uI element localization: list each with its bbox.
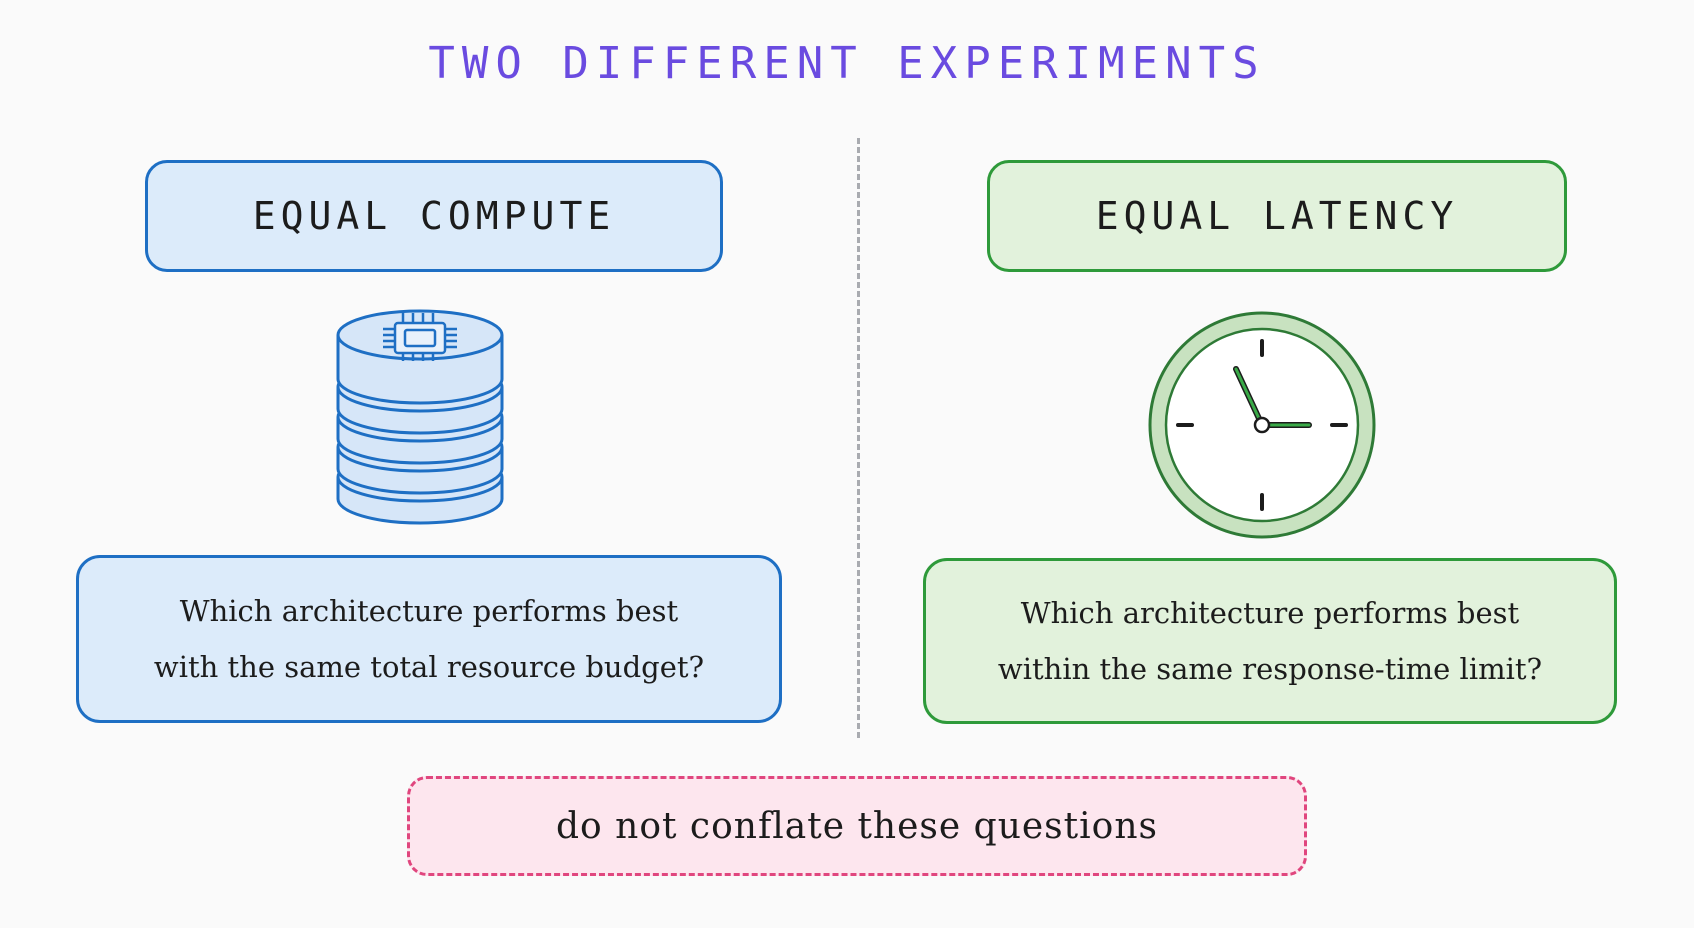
equal-compute-question-line2: with the same total resource budget? [153, 650, 705, 684]
conflate-warning-note: do not conflate these questions [407, 776, 1307, 876]
equal-compute-header: EQUAL COMPUTE [145, 160, 723, 272]
equal-compute-question-line1: Which architecture performs best [179, 594, 679, 628]
diagram-title: TWO DIFFERENT EXPERIMENTS [428, 38, 1266, 89]
clock-icon [1148, 311, 1376, 539]
cpu-disk-stack-icon [336, 309, 504, 525]
equal-latency-header: EQUAL LATENCY [987, 160, 1567, 272]
equal-latency-question: Which architecture performs best within … [923, 558, 1617, 724]
center-divider [857, 138, 860, 738]
equal-latency-question-line1: Which architecture performs best [1020, 596, 1520, 630]
equal-latency-question-line2: within the same response-time limit? [997, 652, 1543, 686]
equal-compute-question: Which architecture performs best with th… [76, 555, 782, 723]
